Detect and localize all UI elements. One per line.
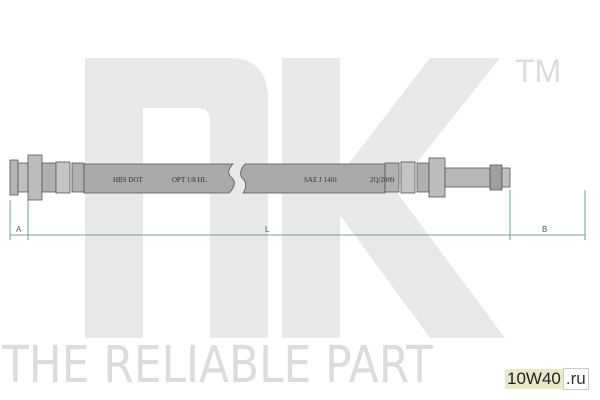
hose-marking-3: SAE J 1401 [304, 176, 338, 184]
badge-suffix-text: .ru [562, 368, 589, 390]
hose-marking-4: 2Q/2009 [370, 176, 395, 184]
logo-letter-k [282, 58, 505, 338]
brake-hose [9, 154, 511, 201]
dimension-l-label: L [265, 225, 270, 234]
dimension-b-label: B [542, 225, 547, 234]
hose-marking-2: OPT 1/8 HL [172, 176, 207, 184]
dimension-a-label: A [16, 225, 22, 234]
dimension-lines [9, 190, 586, 240]
nk-logo-watermark [85, 58, 505, 338]
hose-marking-1: HBS DOT [113, 176, 143, 184]
badge-main-text: 10W40 [505, 369, 563, 389]
trademark-symbol: TM [515, 53, 561, 89]
brand-tagline: THE RELIABLE PART [2, 336, 433, 395]
site-watermark-badge: 10W40 .ru [505, 368, 589, 390]
logo-letter-n [85, 58, 268, 338]
